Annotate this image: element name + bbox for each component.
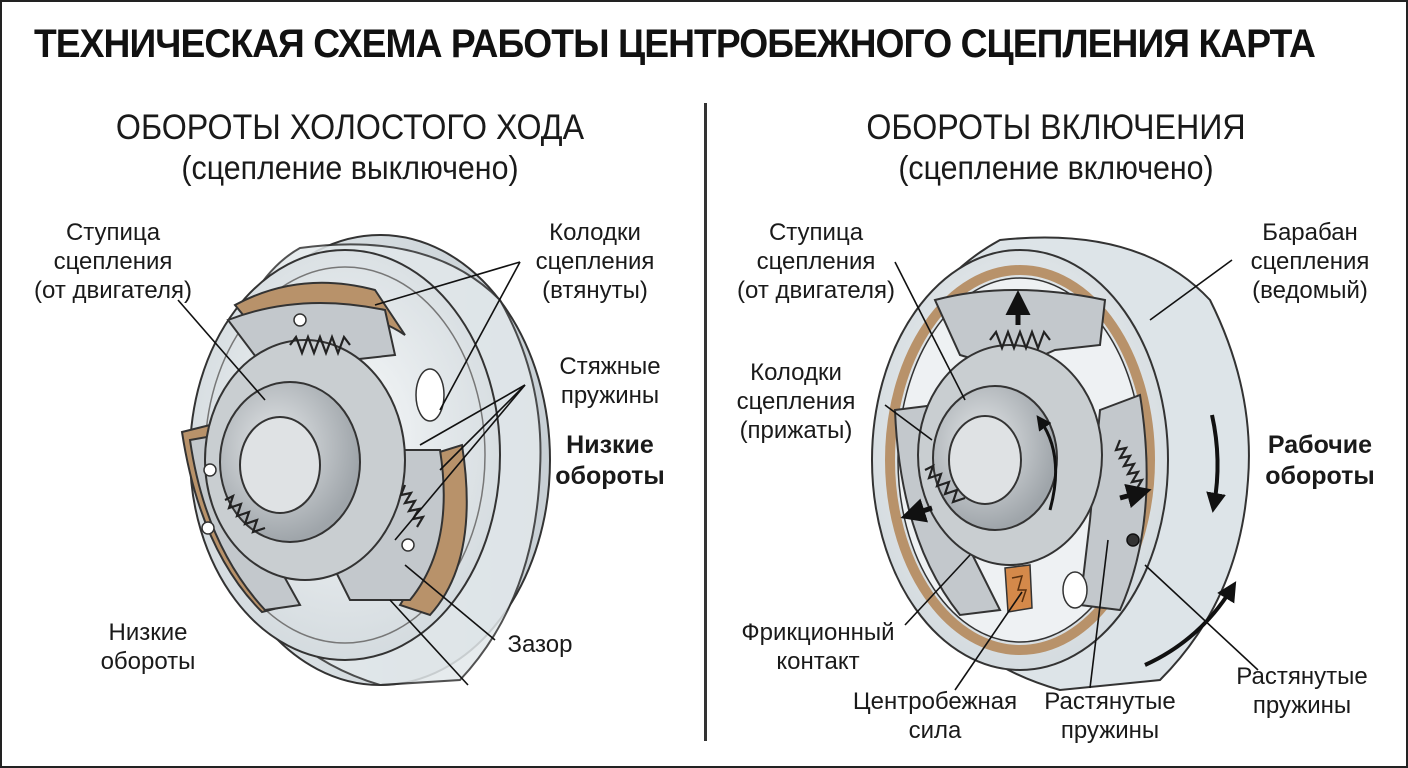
idle-window — [415, 368, 445, 422]
engaged-hole-1 — [1126, 533, 1140, 547]
engaged-label-force-line1: Центробежная — [852, 688, 1018, 715]
idle-label-hub-line1: Ступица — [65, 219, 161, 246]
idle-label-shoes-line2: сцепления — [535, 248, 655, 275]
engaged-label-shoes: Колодки сцепления (прижаты) — [722, 358, 870, 445]
engaged-label-hub-line2: сцепления — [756, 248, 876, 275]
idle-label-shoes-line3: (втянуты) — [542, 277, 648, 304]
idle-label-speed-line2: обороты — [100, 648, 196, 675]
engaged-label-friction: Фрикционный контакт — [718, 618, 918, 676]
engaged-label-hub: Ступица сцепления (от двигателя) — [728, 218, 904, 305]
engaged-label-drum-line3: (ведомый) — [1252, 277, 1368, 304]
engaged-leader-lines — [884, 259, 1259, 691]
engaged-label-drum: Барабан сцепления (ведомый) — [1235, 218, 1385, 305]
engaged-label-springs-a-line1: Растянутые — [1044, 688, 1176, 715]
engaged-drum-arrow-bottom — [1144, 581, 1237, 667]
idle-clutch-drawing — [177, 234, 551, 687]
engaged-label-drum-line1: Барабан — [1262, 219, 1358, 246]
engaged-window — [1062, 571, 1088, 609]
idle-label-springs-line2: пружины — [560, 382, 660, 409]
idle-leader-lines — [177, 261, 526, 686]
idle-label-speed-bold-line2: обороты — [555, 462, 665, 490]
panel-title-engaged-main: ОБОРОТЫ ВКЛЮЧЕНИЯ — [866, 108, 1246, 147]
idle-label-shoes: Колодки сцепления (втянуты) — [520, 218, 670, 305]
idle-label-hub-line2: сцепления — [53, 248, 173, 275]
idle-spring-left — [224, 493, 266, 534]
engaged-label-hub-line1: Ступица — [768, 219, 864, 246]
engaged-label-springs-b-line2: пружины — [1252, 692, 1352, 719]
engaged-label-springs-b: Растянутые пружины — [1222, 662, 1382, 720]
engaged-label-force-line2: сила — [908, 717, 962, 744]
engaged-friction-detail — [1011, 575, 1028, 603]
engaged-label-springs-a: Растянутые пружины — [1030, 687, 1190, 745]
engaged-label-springs-a-line2: пружины — [1060, 717, 1160, 744]
idle-spring-top — [289, 333, 351, 357]
engaged-drum-arrow-side — [1206, 414, 1226, 513]
idle-label-shoes-line1: Колодки — [549, 219, 641, 246]
idle-hub-bore — [239, 416, 321, 514]
idle-label-speed-bold: Низкие обороты — [545, 430, 675, 492]
engaged-force-arrows — [900, 290, 1152, 523]
panel-title-engaged: ОБОРОТЫ ВКЛЮЧЕНИЯ (сцепление включено) — [798, 108, 1313, 188]
panel-subtitle-engaged: (сцепление включено) — [898, 149, 1214, 186]
engaged-label-speed-bold-line1: Рабочие — [1267, 431, 1373, 459]
engaged-clutch-drawing — [871, 236, 1259, 692]
idle-hole-2 — [203, 463, 217, 477]
engaged-label-speed-bold-line2: обороты — [1265, 462, 1375, 490]
panel-divider — [704, 103, 707, 741]
idle-hole-1 — [293, 313, 307, 327]
engaged-label-friction-line1: Фрикционный — [741, 619, 895, 646]
idle-label-springs-line1: Стяжные — [559, 353, 661, 380]
engaged-spring-left — [924, 463, 966, 504]
idle-label-speed-line1: Низкие — [108, 619, 188, 646]
idle-label-gap-line1: Зазор — [507, 631, 573, 658]
idle-spring-right — [399, 484, 426, 528]
idle-hole-3 — [201, 521, 215, 535]
engaged-label-springs-b-line1: Растянутые — [1236, 663, 1368, 690]
idle-label-gap: Зазор — [490, 630, 590, 659]
engaged-label-shoes-line3: (прижаты) — [739, 417, 853, 444]
panel-title-idle: ОБОРОТЫ ХОЛОСТОГО ХОДА (сцепление выключ… — [92, 108, 607, 188]
idle-label-springs: Стяжные пружины — [540, 352, 680, 410]
idle-label-speed: Низкие обороты — [78, 618, 218, 676]
idle-label-speed-bold-line1: Низкие — [566, 431, 654, 459]
main-title: ТЕХНИЧЕСКАЯ СХЕМА РАБОТЫ ЦЕНТРОБЕЖНОГО С… — [34, 22, 1316, 66]
panel-subtitle-idle: (сцепление выключено) — [181, 149, 519, 186]
idle-hole-4 — [401, 538, 415, 552]
engaged-label-shoes-line2: сцепления — [736, 388, 856, 415]
engaged-spring-right — [1114, 439, 1145, 491]
engaged-label-hub-line3: (от двигателя) — [737, 277, 895, 304]
engaged-spring-top — [989, 328, 1051, 352]
engaged-hub-rotation-arrow — [1036, 415, 1058, 511]
idle-label-hub: Ступица сцепления (от двигателя) — [28, 218, 198, 305]
engaged-label-force: Центробежная сила — [840, 687, 1030, 745]
engaged-drum-lining — [885, 265, 1155, 655]
idle-label-hub-line3: (от двигателя) — [34, 277, 192, 304]
engaged-hub-bore — [948, 415, 1022, 505]
engaged-label-speed-bold: Рабочие обороты — [1255, 430, 1385, 492]
engaged-label-friction-line2: контакт — [776, 648, 860, 675]
panel-title-idle-main: ОБОРОТЫ ХОЛОСТОГО ХОДА — [115, 108, 585, 147]
engaged-label-shoes-line1: Колодки — [750, 359, 842, 386]
engaged-label-drum-line2: сцепления — [1250, 248, 1370, 275]
